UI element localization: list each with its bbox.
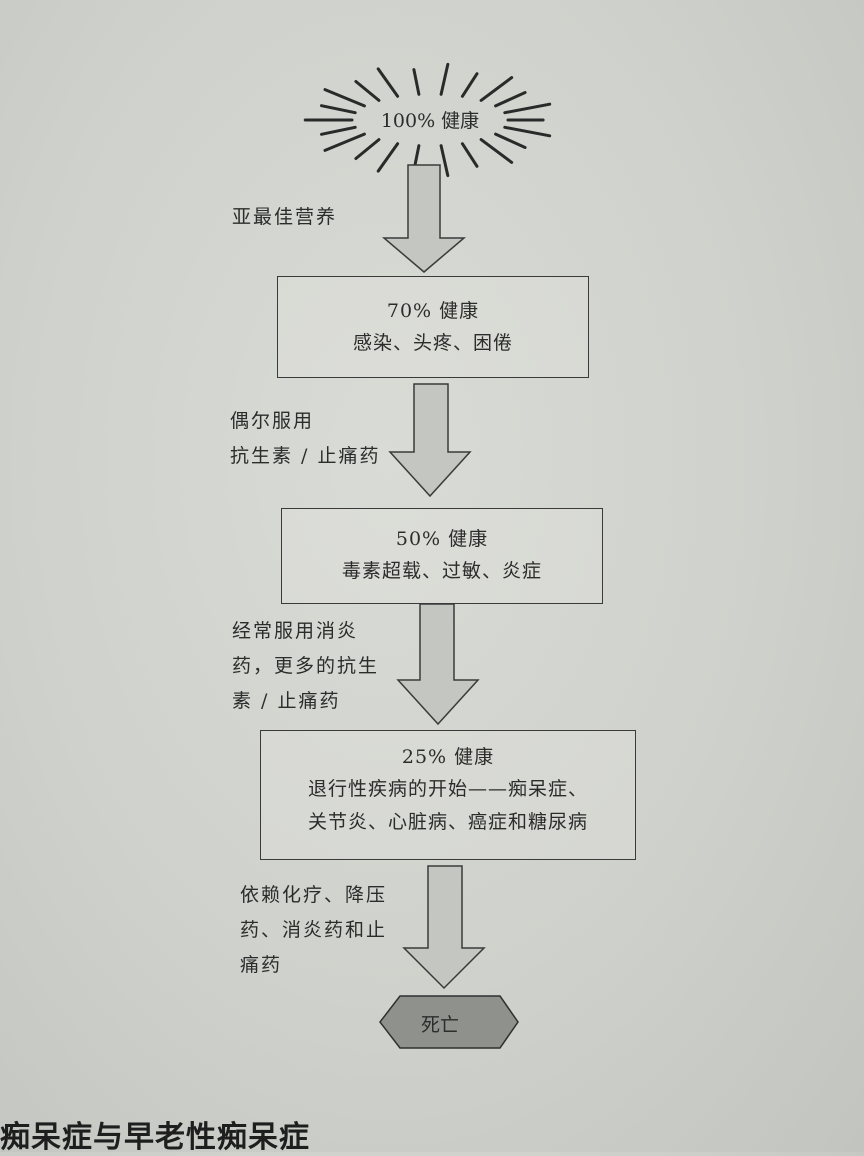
footer-heading: 痴呆症与早老性痴呆症	[0, 1120, 310, 1155]
node-end-label: 死亡	[420, 1014, 459, 1036]
starburst-icon	[303, 62, 552, 178]
starburst-ray	[354, 80, 381, 102]
starburst-ray	[376, 142, 400, 173]
node-50-title: 50% 健康	[395, 528, 489, 550]
starburst-ray	[494, 132, 527, 149]
node-70-detail: 感染、头疼、困倦	[352, 332, 513, 355]
starburst-ray	[479, 138, 514, 164]
node-50-detail: 毒素超载、过敏、炎症	[341, 560, 542, 583]
starburst-ray	[320, 125, 357, 136]
starburst-ray	[320, 104, 357, 115]
starburst-ray	[479, 76, 514, 102]
edge-2-label: 偶尔服用 抗生素 / 止痛药	[230, 410, 381, 468]
edge-3-label: 经常服用消炎 药，更多的抗生 素 / 止痛药	[232, 620, 380, 713]
node-25-box: 25% 健康 退行性疾病的开始——痴呆症、 关节炎、心脏病、癌症和糖尿病	[260, 730, 636, 860]
starburst-ray	[323, 88, 366, 108]
starburst-ray	[494, 91, 527, 108]
death-shape	[379, 995, 519, 1049]
node-70-box: 70% 健康 感染、头疼、困倦	[277, 276, 589, 378]
starburst-ray	[503, 125, 552, 138]
node-25-detail-2: 关节炎、心脏病、癌症和糖尿病	[307, 810, 588, 833]
node-start-label: 100% 健康	[380, 110, 480, 132]
arrow-4	[402, 865, 486, 990]
starburst-ray	[460, 72, 479, 98]
edge-4-label: 依赖化疗、降压 药、消炎药和止 痛药	[240, 884, 388, 977]
node-25-title: 25% 健康	[401, 746, 495, 768]
arrow-1	[381, 164, 467, 273]
starburst-ray	[412, 68, 421, 96]
starburst-ray	[354, 138, 381, 160]
edge-1-label: 亚最佳营养	[232, 206, 338, 228]
starburst-ray	[439, 62, 450, 96]
starburst-ray	[460, 142, 479, 168]
node-70-title: 70% 健康	[386, 300, 480, 322]
arrow-2	[388, 383, 472, 498]
arrow-3	[396, 603, 480, 726]
starburst-ray	[439, 144, 450, 178]
starburst-ray	[503, 102, 552, 115]
node-50-box: 50% 健康 毒素超载、过敏、炎症	[281, 508, 603, 604]
starburst-ray	[323, 132, 366, 152]
starburst-ray	[376, 67, 400, 98]
node-25-detail-1: 退行性疾病的开始——痴呆症、	[307, 778, 588, 801]
